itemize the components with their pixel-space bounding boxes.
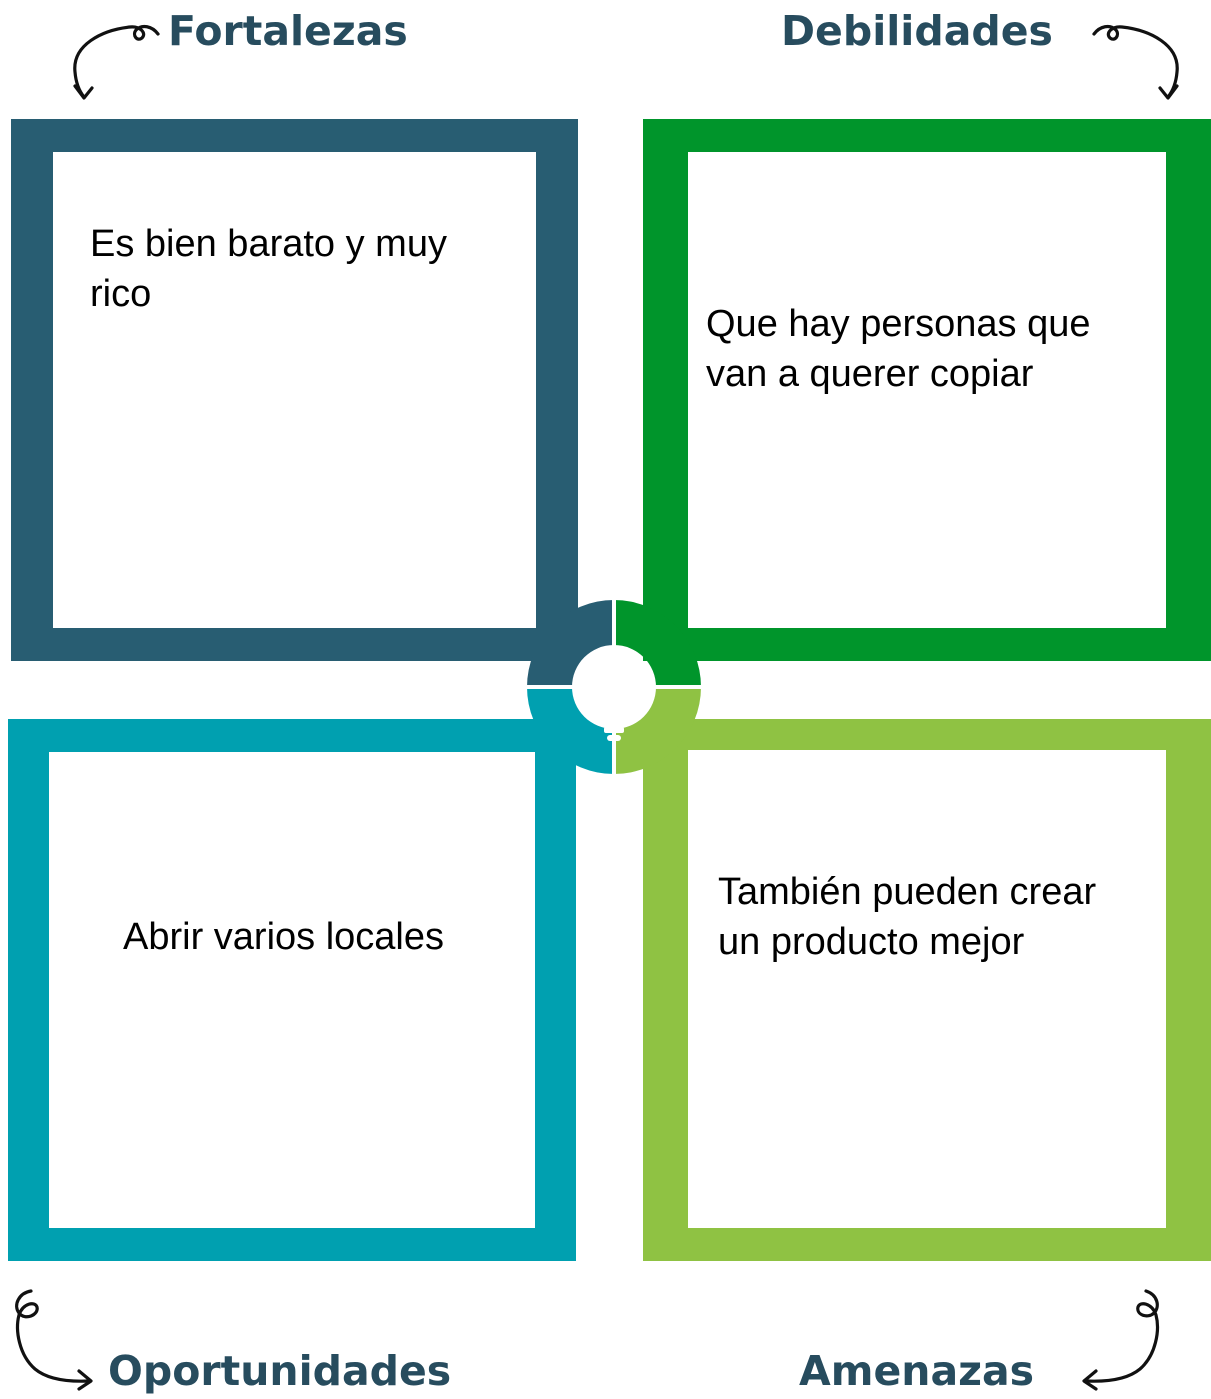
oportunidades-box [8, 719, 576, 1261]
hub-segment-debilidades [614, 600, 701, 687]
amenazas-box [643, 719, 1211, 1261]
curly-arrow-icon [1092, 24, 1179, 100]
amenazas-text: También pueden crear un producto mejor [718, 871, 1097, 963]
amenazas-heading: Amenazas [799, 1347, 1035, 1395]
center-hub [525, 598, 703, 776]
debilidades-box [643, 119, 1211, 661]
debilidades-heading: Debilidades [781, 7, 1053, 55]
hub-segment-fortalezas [527, 600, 614, 687]
oportunidades-text: Abrir varios locales [123, 916, 444, 958]
curly-arrow-icon [15, 1289, 93, 1391]
lightbulb-icon [585, 648, 643, 741]
oportunidades-heading: Oportunidades [108, 1347, 452, 1395]
hub-segment-amenazas [614, 687, 701, 774]
fortalezas-heading: Fortalezas [168, 7, 408, 55]
curly-arrow-icon [1082, 1289, 1160, 1391]
fortalezas-text: Es bien barato y muy rico [90, 223, 447, 315]
hub-segment-oportunidades [527, 687, 614, 774]
fortalezas-box [11, 119, 578, 661]
debilidades-text: Que hay personas que van a querer copiar [706, 303, 1091, 395]
curly-arrow-icon [73, 24, 160, 100]
